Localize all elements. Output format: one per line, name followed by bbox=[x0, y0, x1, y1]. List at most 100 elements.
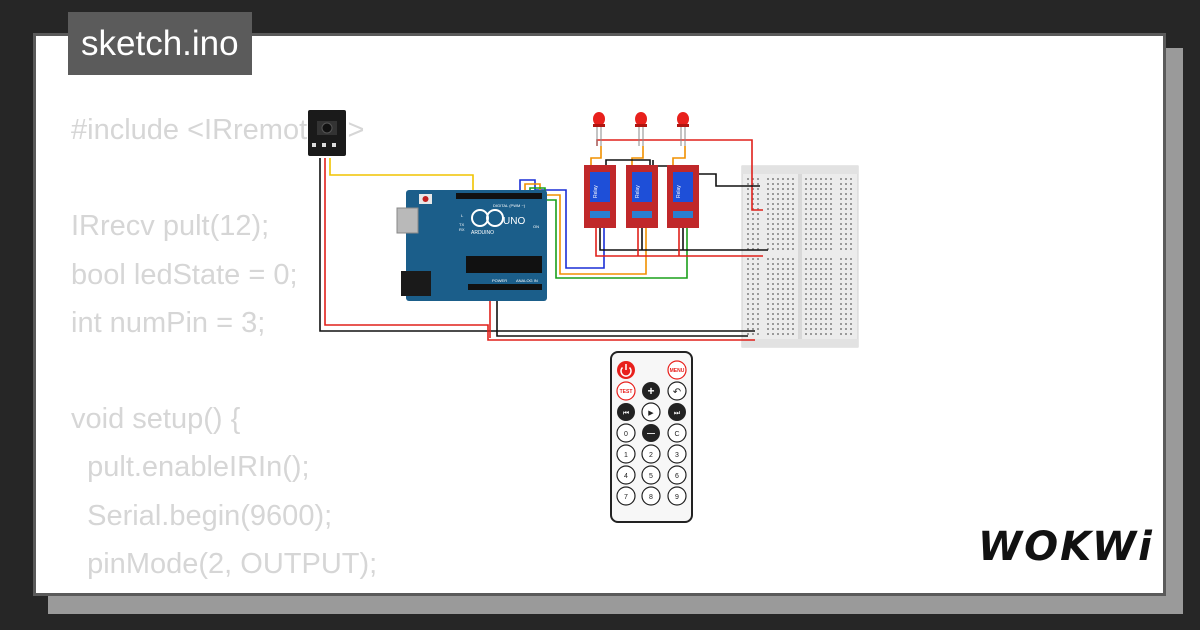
remote-digit-9[interactable]: 9 bbox=[667, 486, 687, 506]
clear-label: C bbox=[674, 431, 679, 438]
breadboard-hole bbox=[805, 263, 807, 265]
breadboard-hole bbox=[792, 258, 794, 260]
breadboard-hole bbox=[825, 213, 827, 215]
breadboard-hole bbox=[830, 313, 832, 315]
remote-back-button[interactable]: ↶ bbox=[667, 381, 687, 401]
remote-digit-8[interactable]: 8 bbox=[641, 486, 661, 506]
breadboard-hole bbox=[772, 188, 774, 190]
breadboard-hole bbox=[767, 278, 769, 280]
breadboard-hole bbox=[757, 293, 759, 295]
breadboard-hole bbox=[815, 178, 817, 180]
relay-module-2: Relay bbox=[626, 165, 658, 228]
breadboard-hole bbox=[782, 308, 784, 310]
wokwi-logo: WOKWi bbox=[978, 524, 1154, 570]
breadboard-hole bbox=[830, 223, 832, 225]
remote-digit-1[interactable]: 1 bbox=[616, 444, 636, 464]
breadboard-hole bbox=[752, 243, 754, 245]
breadboard-hole bbox=[757, 193, 759, 195]
remote-test-button[interactable]: TEST bbox=[616, 381, 636, 401]
remote-digit-4[interactable]: 4 bbox=[616, 465, 636, 485]
breadboard-hole bbox=[792, 273, 794, 275]
breadboard-hole bbox=[767, 333, 769, 335]
breadboard-hole bbox=[777, 183, 779, 185]
breadboard-hole bbox=[777, 233, 779, 235]
arduino-uno-board: UNO ARDUINO DIGITAL (PWM ~) POWER ANALOG… bbox=[396, 190, 547, 301]
breadboard-hole bbox=[810, 198, 812, 200]
breadboard-hole bbox=[805, 323, 807, 325]
breadboard-hole bbox=[830, 248, 832, 250]
breadboard-hole bbox=[792, 178, 794, 180]
breadboard-hole bbox=[845, 308, 847, 310]
remote-digit-3[interactable]: 3 bbox=[667, 444, 687, 464]
breadboard-hole bbox=[752, 178, 754, 180]
breadboard-hole bbox=[767, 298, 769, 300]
breadboard-hole bbox=[825, 298, 827, 300]
breadboard-hole bbox=[810, 283, 812, 285]
digit-label: 6 bbox=[675, 473, 679, 480]
breadboard-hole bbox=[825, 188, 827, 190]
breadboard-hole bbox=[792, 263, 794, 265]
breadboard-hole bbox=[850, 283, 852, 285]
breadboard-hole bbox=[787, 323, 789, 325]
breadboard-hole bbox=[777, 208, 779, 210]
remote-zero-button[interactable]: 0 bbox=[616, 423, 636, 443]
breadboard-hole bbox=[782, 273, 784, 275]
remote-play-button[interactable]: ▶ bbox=[641, 402, 661, 422]
breadboard-hole bbox=[752, 273, 754, 275]
breadboard-hole bbox=[850, 243, 852, 245]
breadboard-hole bbox=[850, 328, 852, 330]
remote-digit-6[interactable]: 6 bbox=[667, 465, 687, 485]
breadboard-hole bbox=[792, 298, 794, 300]
breadboard-hole bbox=[840, 318, 842, 320]
breadboard-hole bbox=[845, 198, 847, 200]
breadboard-hole bbox=[810, 298, 812, 300]
remote-digit-7[interactable]: 7 bbox=[616, 486, 636, 506]
breadboard-hole bbox=[845, 298, 847, 300]
breadboard-hole bbox=[757, 243, 759, 245]
breadboard-hole bbox=[840, 243, 842, 245]
breadboard-hole bbox=[825, 203, 827, 205]
breadboard-hole bbox=[850, 248, 852, 250]
remote-clear-button[interactable]: C bbox=[667, 423, 687, 443]
breadboard-hole bbox=[845, 218, 847, 220]
remote-plus-button[interactable]: + bbox=[642, 382, 660, 400]
breadboard-hole bbox=[777, 273, 779, 275]
remote-prev-button[interactable]: ⏮ bbox=[617, 403, 635, 421]
breadboard-hole bbox=[772, 208, 774, 210]
remote-next-button[interactable]: ⏭ bbox=[668, 403, 686, 421]
breadboard-hole bbox=[752, 268, 754, 270]
breadboard-hole bbox=[810, 248, 812, 250]
breadboard-hole bbox=[772, 238, 774, 240]
breadboard-hole bbox=[787, 288, 789, 290]
remote-menu-button[interactable]: MENU bbox=[667, 360, 687, 380]
breadboard-hole bbox=[820, 278, 822, 280]
breadboard-hole bbox=[777, 178, 779, 180]
breadboard-hole bbox=[782, 268, 784, 270]
breadboard-hole bbox=[850, 183, 852, 185]
breadboard-hole bbox=[792, 228, 794, 230]
remote-digit-5[interactable]: 5 bbox=[641, 465, 661, 485]
breadboard-hole bbox=[747, 293, 749, 295]
breadboard-hole bbox=[772, 248, 774, 250]
breadboard-hole bbox=[810, 238, 812, 240]
remote-digit-2[interactable]: 2 bbox=[641, 444, 661, 464]
breadboard-hole bbox=[747, 193, 749, 195]
breadboard-hole bbox=[805, 228, 807, 230]
breadboard-hole bbox=[850, 288, 852, 290]
breadboard-hole bbox=[747, 268, 749, 270]
breadboard-hole bbox=[792, 213, 794, 215]
breadboard-hole bbox=[787, 308, 789, 310]
breadboard-hole bbox=[810, 263, 812, 265]
breadboard-hole bbox=[747, 213, 749, 215]
breadboard-hole bbox=[820, 238, 822, 240]
breadboard-hole bbox=[805, 288, 807, 290]
breadboard-hole bbox=[792, 268, 794, 270]
breadboard-hole bbox=[805, 223, 807, 225]
remote-minus-button[interactable]: — bbox=[642, 424, 660, 442]
breadboard-hole bbox=[787, 238, 789, 240]
breadboard-hole bbox=[845, 213, 847, 215]
breadboard-hole bbox=[815, 258, 817, 260]
remote-power-button[interactable] bbox=[617, 361, 635, 379]
breadboard-hole bbox=[850, 318, 852, 320]
breadboard-hole bbox=[830, 303, 832, 305]
